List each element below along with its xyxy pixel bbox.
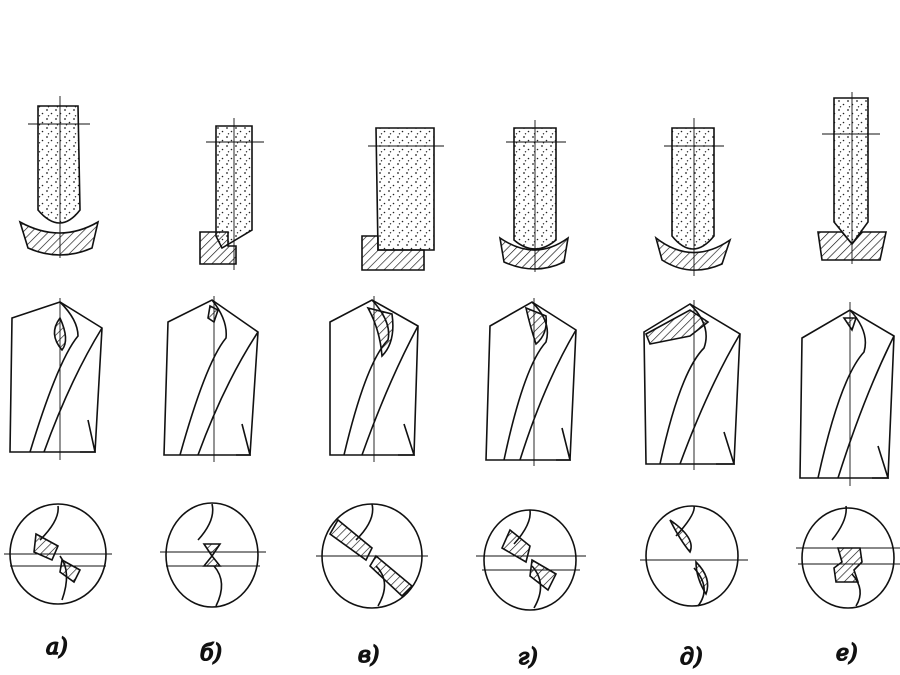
drill-side-view-f	[799, 302, 895, 486]
caption-e: д)	[680, 645, 703, 670]
drill-side-view-c	[329, 296, 419, 462]
drill-side-view-e	[643, 300, 741, 470]
grinding-wheel-e	[654, 118, 732, 276]
panel-b: б)	[160, 118, 266, 667]
caption-a: а)	[46, 635, 68, 660]
caption-d: г)	[518, 645, 538, 670]
drill-side-view-b	[163, 296, 259, 462]
drill-end-view-d	[476, 509, 586, 611]
drill-end-view-b	[160, 502, 266, 608]
grinding-wheel-c	[361, 127, 444, 271]
panel-d: г)	[476, 120, 586, 671]
caption-f: е)	[836, 641, 858, 666]
drill-end-view-e	[640, 505, 748, 607]
grinding-wheel-b	[199, 118, 264, 270]
grinding-wheel-f	[817, 92, 887, 264]
caption-c: в)	[358, 643, 379, 668]
drill-end-view-a	[4, 503, 112, 605]
panel-e: д)	[640, 118, 748, 671]
drill-end-view-f	[796, 505, 900, 609]
drill-side-view-d	[485, 298, 577, 466]
drill-side-view-a	[9, 298, 103, 460]
panel-c: в)	[316, 127, 444, 669]
panel-a: а)	[4, 96, 112, 661]
grinding-wheel-a	[18, 96, 100, 258]
panel-f: е)	[796, 92, 900, 667]
drill-end-view-c	[316, 503, 428, 609]
caption-b: б)	[200, 641, 222, 666]
grinding-wheel-d	[498, 120, 570, 272]
